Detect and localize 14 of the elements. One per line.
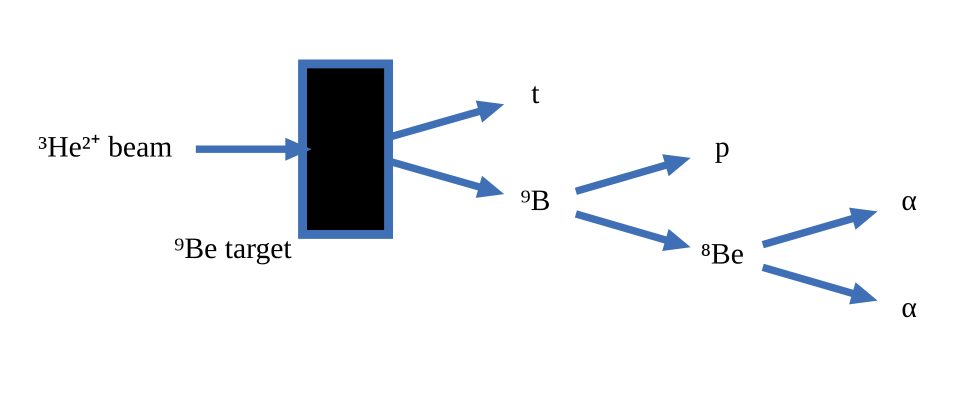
node-text: p: [714, 132, 730, 164]
node-text: α: [901, 185, 917, 218]
node-text: α: [901, 292, 917, 324]
node-text: ⁸Be: [700, 238, 744, 270]
node-label: ⁹Be target: [174, 233, 292, 266]
node-text: t: [531, 78, 540, 110]
arrow: [762, 264, 878, 304]
arrow: [762, 208, 878, 248]
node-box: [298, 59, 394, 239]
arrow: [574, 154, 691, 195]
node-text: ³He²⁺ beam: [38, 132, 172, 164]
node-text: ⁹B: [520, 185, 550, 218]
arrow: [196, 138, 312, 161]
arrow: [574, 210, 691, 251]
